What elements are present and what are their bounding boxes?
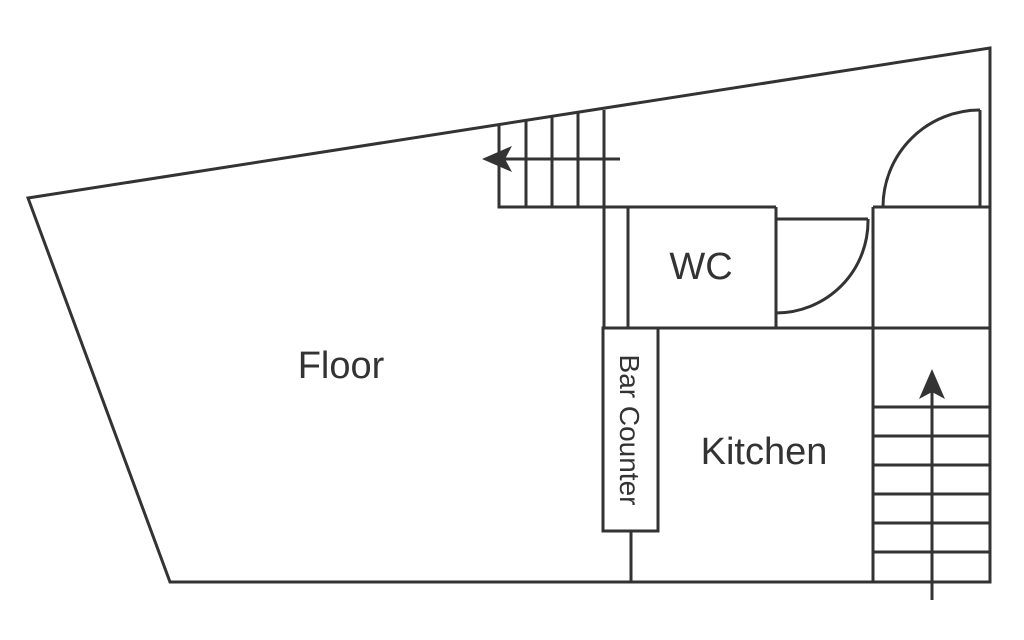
lower-staircase <box>873 369 990 600</box>
upper-staircase <box>482 110 620 209</box>
entrance-door-swing <box>881 108 981 208</box>
room-label-floor: Floor <box>298 345 385 387</box>
outer-wall <box>25 46 992 584</box>
upper-stair-arrow-icon <box>482 146 512 172</box>
room-label-wc: WC <box>669 246 732 288</box>
bar-counter <box>601 326 660 533</box>
room-label-kitchen: Kitchen <box>701 431 828 473</box>
entrance-door <box>881 108 982 208</box>
wc-door <box>775 217 870 315</box>
room-label-bar-counter: Bar Counter <box>614 355 645 506</box>
wc-door-swing <box>775 218 870 315</box>
lower-stair-arrow-icon <box>919 369 945 399</box>
